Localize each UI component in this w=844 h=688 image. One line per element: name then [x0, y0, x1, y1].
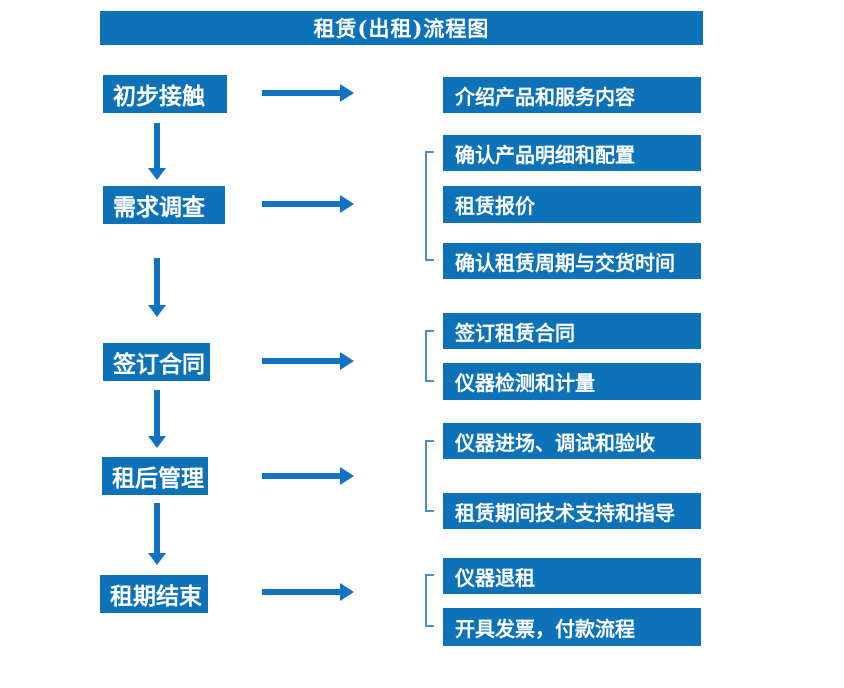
- arrow-right-icon: [262, 195, 354, 213]
- arrow-down-icon: [148, 390, 166, 448]
- arrow-down-icon: [148, 258, 166, 317]
- detail-box-sign-rental-contract: 签订租赁合同: [443, 313, 701, 349]
- step-box-demand-survey: 需求调查: [103, 186, 225, 224]
- flowchart-title: 租赁(出租)流程图: [100, 11, 703, 45]
- arrow-down-icon: [148, 123, 166, 180]
- detail-box-rental-quote: 租赁报价: [443, 186, 701, 223]
- detail-box-invoice-payment: 开具发票，付款流程: [443, 608, 701, 646]
- arrow-right-icon: [262, 583, 354, 601]
- bracket-connector: [425, 151, 434, 261]
- detail-box-instrument-test-calibration: 仪器检测和计量: [443, 363, 701, 400]
- detail-box-tech-support-guidance: 租赁期间技术支持和指导: [443, 493, 701, 529]
- detail-box-instrument-setup-acceptance: 仪器进场、调试和验收: [443, 423, 701, 459]
- arrow-down-icon: [148, 503, 166, 565]
- step-box-sign-contract: 签订合同: [103, 343, 210, 381]
- arrow-right-icon: [262, 467, 354, 485]
- step-box-initial-contact: 初步接触: [103, 75, 227, 113]
- step-box-rental-end: 租期结束: [100, 575, 208, 613]
- detail-box-instrument-return: 仪器退租: [443, 558, 701, 594]
- detail-box-confirm-product-spec: 确认产品明细和配置: [443, 135, 701, 171]
- bracket-connector: [425, 330, 434, 382]
- bracket-connector: [425, 574, 434, 627]
- bracket-connector: [425, 440, 434, 512]
- detail-box-introduce-products: 介绍产品和服务内容: [443, 77, 701, 113]
- detail-box-confirm-period-delivery: 确认租赁周期与交货时间: [443, 243, 701, 279]
- arrow-right-icon: [262, 84, 354, 102]
- step-box-post-rental-mgmt: 租后管理: [102, 457, 208, 495]
- arrow-right-icon: [262, 352, 354, 370]
